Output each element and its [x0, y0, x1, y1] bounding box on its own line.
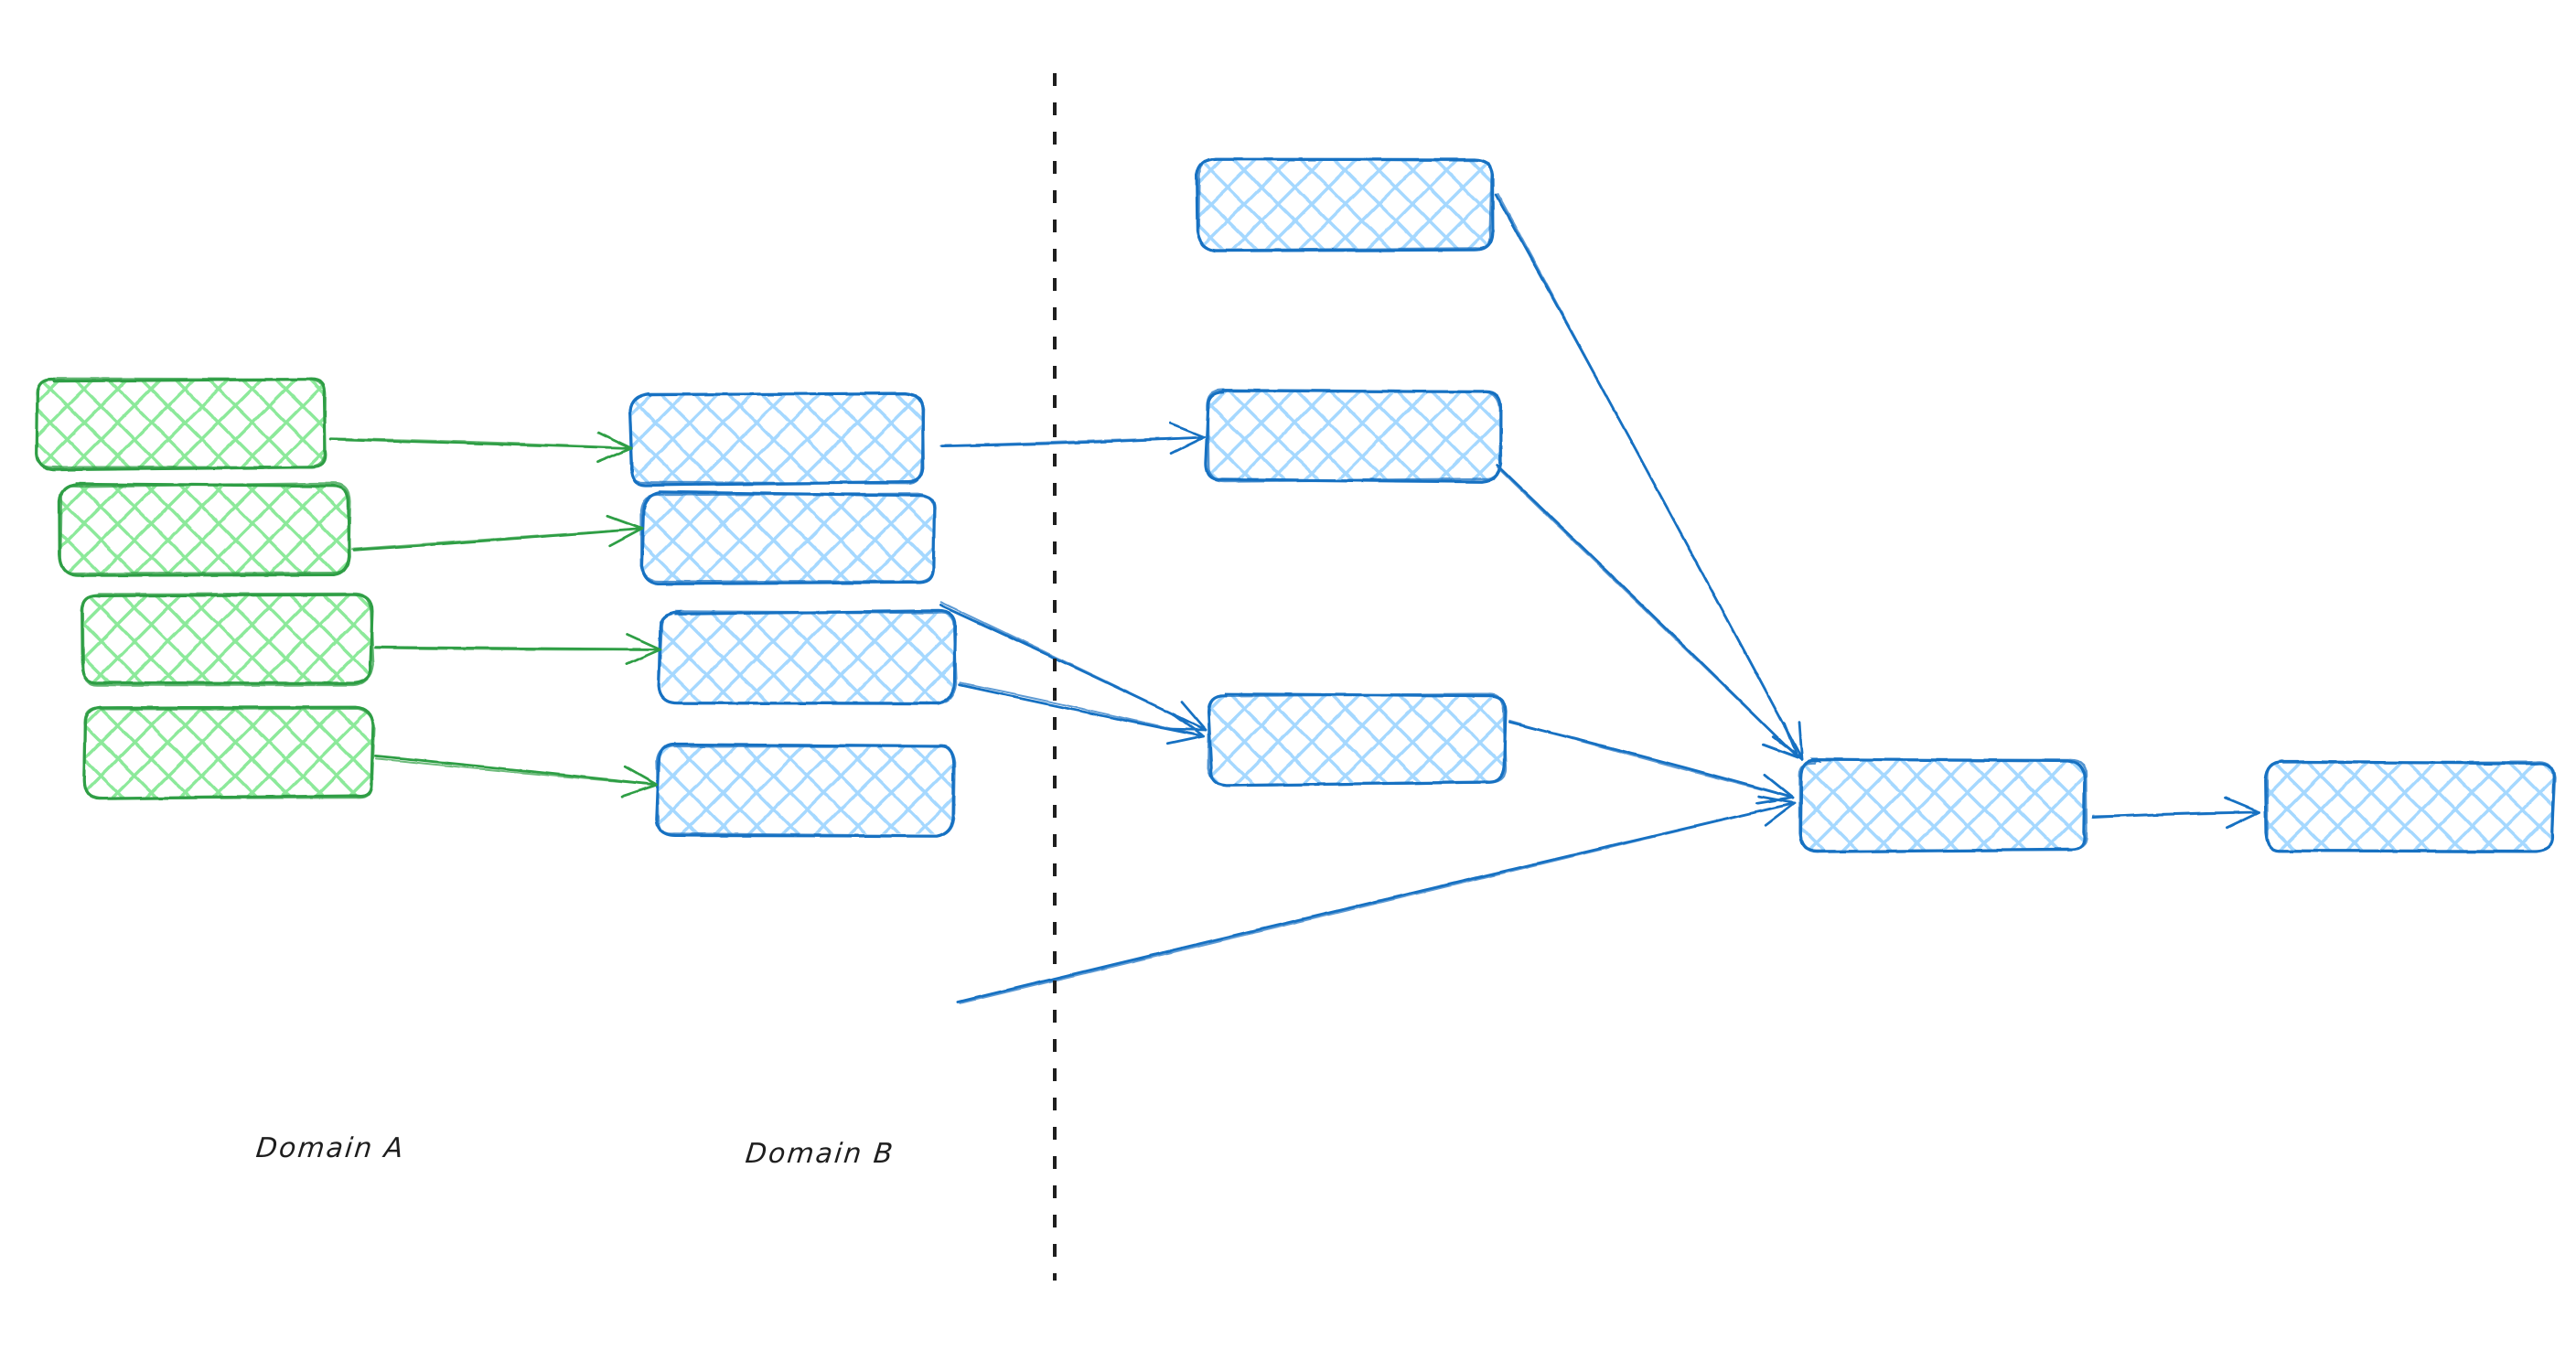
node-fill	[1208, 694, 1504, 785]
node-outline	[1197, 157, 1493, 252]
node-fill	[2265, 762, 2554, 852]
nodes-layer	[35, 157, 2557, 853]
arrowhead	[596, 431, 633, 464]
node-a2[interactable]	[58, 482, 352, 577]
arrowhead	[2224, 797, 2261, 830]
node-outline	[59, 482, 352, 575]
edge-line	[373, 647, 661, 651]
node-out[interactable]	[2263, 759, 2557, 853]
arrowhead	[606, 514, 644, 548]
edge-line	[2091, 811, 2260, 818]
arrowhead	[626, 633, 662, 666]
edge-line	[939, 601, 1207, 731]
edge-e-a1-m1	[329, 431, 633, 464]
edge-line	[958, 683, 1206, 738]
arrowhead	[1166, 713, 1206, 745]
arrowhead	[1755, 773, 1795, 805]
node-m2[interactable]	[639, 490, 937, 586]
node-hub[interactable]	[1798, 757, 2088, 853]
edge-line	[959, 681, 1205, 737]
edge-e-m4-hub	[957, 795, 1797, 1004]
node-outline	[1207, 692, 1508, 788]
node-fill	[1208, 391, 1500, 481]
node-fill	[1799, 760, 2086, 851]
node-fill	[83, 708, 374, 799]
edges-layer	[329, 193, 2261, 1004]
domain-b-label: Domain B	[744, 1138, 896, 1170]
edge-line	[1497, 193, 1803, 760]
node-m4[interactable]	[655, 742, 957, 838]
arrowhead	[1167, 701, 1208, 732]
node-outline	[1798, 757, 2088, 852]
node-fill	[1198, 160, 1492, 249]
edge-e-m3-b3	[958, 681, 1206, 745]
node-fill	[660, 612, 956, 702]
node-fill	[36, 379, 327, 468]
arrowhead	[1757, 795, 1797, 827]
edge-e-b1-hub	[1494, 193, 1804, 761]
node-fill	[81, 594, 372, 683]
node-b2[interactable]	[1204, 389, 1503, 484]
node-outline	[639, 492, 936, 584]
node-fill	[59, 484, 350, 574]
arrowhead	[1762, 722, 1799, 759]
edge-e-a4-m4	[374, 755, 659, 799]
arrowhead	[620, 765, 659, 799]
edge-e-b3-hub	[1508, 720, 1795, 805]
node-fill	[641, 493, 936, 584]
edge-e-hub-out	[2091, 797, 2261, 830]
node-a4[interactable]	[82, 705, 376, 800]
node-b1[interactable]	[1195, 157, 1495, 252]
node-outline	[628, 392, 925, 485]
node-fill	[631, 394, 923, 485]
edge-line	[959, 802, 1796, 1004]
node-outline	[655, 744, 957, 838]
edge-e-a2-m2	[350, 514, 644, 552]
node-fill	[656, 745, 954, 834]
arrowhead	[1168, 422, 1206, 455]
node-outline	[2265, 759, 2557, 853]
node-b3[interactable]	[1207, 692, 1508, 788]
edge-line	[1497, 466, 1798, 758]
node-a1[interactable]	[35, 377, 327, 472]
edge-line	[375, 757, 658, 786]
edge-e-a3-m3	[373, 633, 662, 666]
node-outline	[81, 592, 375, 687]
node-m1[interactable]	[628, 391, 925, 488]
edge-line	[1508, 720, 1794, 799]
node-outline	[1206, 389, 1503, 483]
domain-a-label: Domain A	[254, 1132, 407, 1164]
node-outline	[82, 706, 376, 800]
node-outline	[657, 610, 958, 704]
edge-line	[350, 528, 643, 551]
node-a3[interactable]	[80, 592, 375, 687]
edge-e-b2-hub	[1496, 464, 1799, 759]
edge-line	[329, 437, 632, 449]
edge-line	[939, 436, 1205, 447]
edge-e-m2-b3	[939, 601, 1208, 732]
edge-e-m1-b2	[939, 422, 1206, 455]
node-m3[interactable]	[657, 609, 958, 705]
node-outline	[35, 377, 327, 469]
